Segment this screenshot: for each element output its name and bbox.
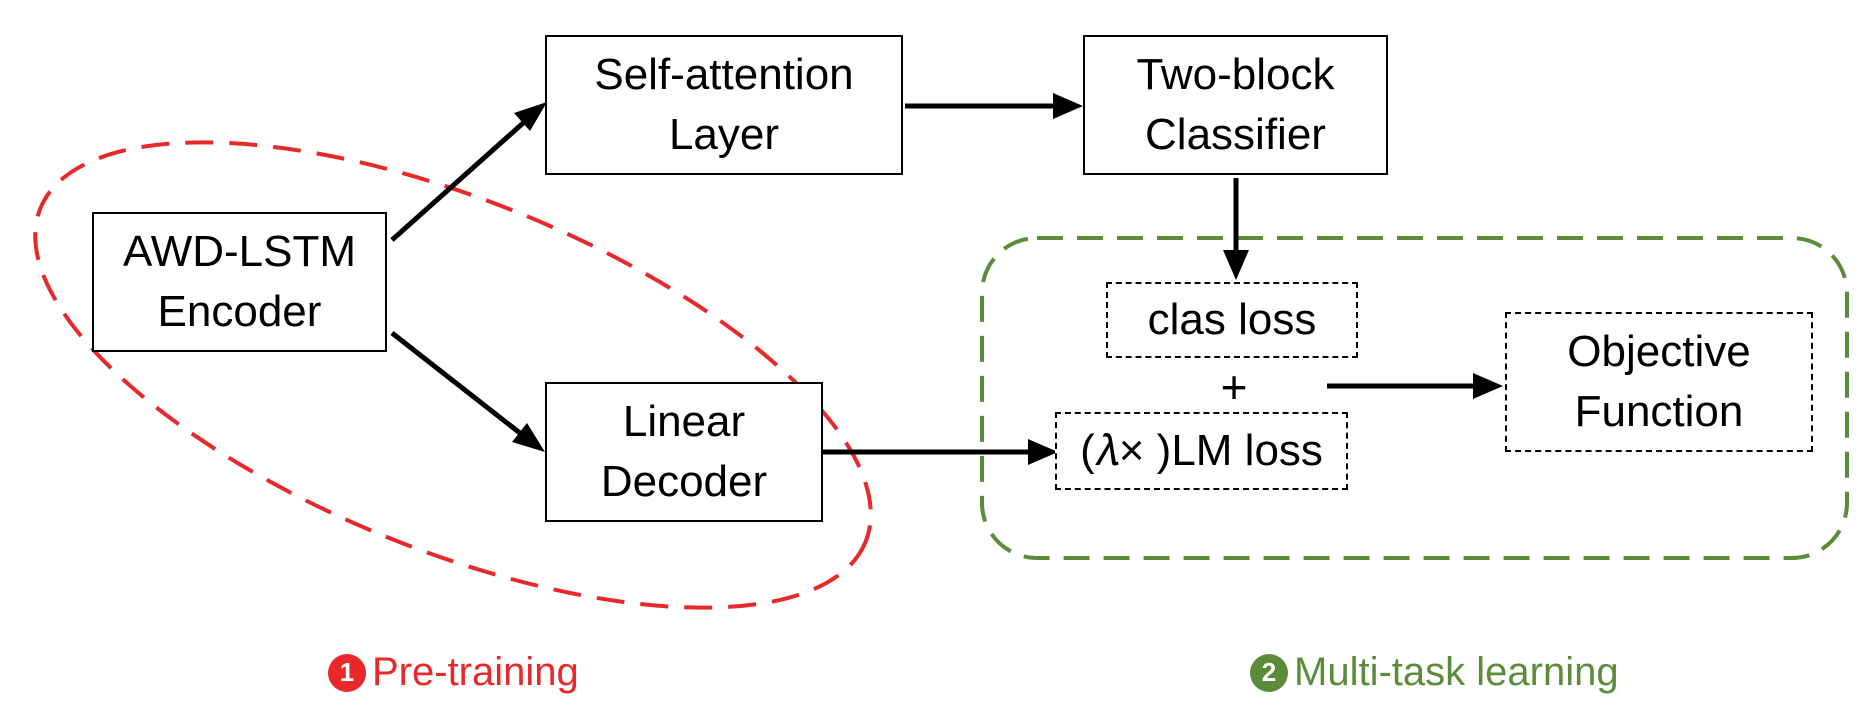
decoder-box: Linear Decoder <box>545 382 823 522</box>
pretraining-region <box>33 140 873 610</box>
arrowhead-encoder-to-decoder <box>512 423 545 452</box>
multitask-caption: 2 Multi-task learning <box>1250 650 1619 695</box>
arrowhead-encoder-to-self-attention <box>514 102 547 131</box>
multitask-number-badge: 2 <box>1250 653 1288 692</box>
clas-loss-box: clas loss <box>1106 282 1358 358</box>
pretraining-caption: 1 Pre-training <box>328 650 579 695</box>
arrowhead-losses-to-objective <box>1473 373 1503 399</box>
lm-loss-label: (𝜆× )LM loss <box>1080 426 1323 475</box>
multitask-region <box>980 236 1849 560</box>
arrow-encoder-to-self-attention <box>390 106 542 242</box>
pretraining-number-badge: 1 <box>328 653 366 692</box>
multitask-label: Multi-task learning <box>1294 650 1619 694</box>
lm-loss-box: (𝜆× )LM loss <box>1055 412 1348 490</box>
arrowhead-self-attention-to-classifier <box>1053 93 1083 119</box>
plus-sign: + <box>1220 361 1248 413</box>
objective-box: Objective Function <box>1505 312 1813 452</box>
arrowhead-decoder-to-lm-loss <box>1028 439 1058 465</box>
encoder-box: AWD-LSTM Encoder <box>92 212 387 352</box>
objective-label: Objective Function <box>1567 327 1751 436</box>
classifier-box: Two-block Classifier <box>1083 35 1388 175</box>
self-attention-label: Self-attention Layer <box>594 50 854 159</box>
encoder-label: AWD-LSTM Encoder <box>122 227 357 336</box>
self-attention-box: Self-attention Layer <box>545 35 903 175</box>
arrowhead-classifier-to-clas-loss <box>1223 250 1249 280</box>
classifier-label: Two-block Classifier <box>1136 50 1335 159</box>
pretraining-label: Pre-training <box>372 650 579 694</box>
decoder-label: Linear Decoder <box>600 397 768 506</box>
arrow-encoder-to-decoder <box>390 331 527 439</box>
clas-loss-label: clas loss <box>1147 295 1317 344</box>
